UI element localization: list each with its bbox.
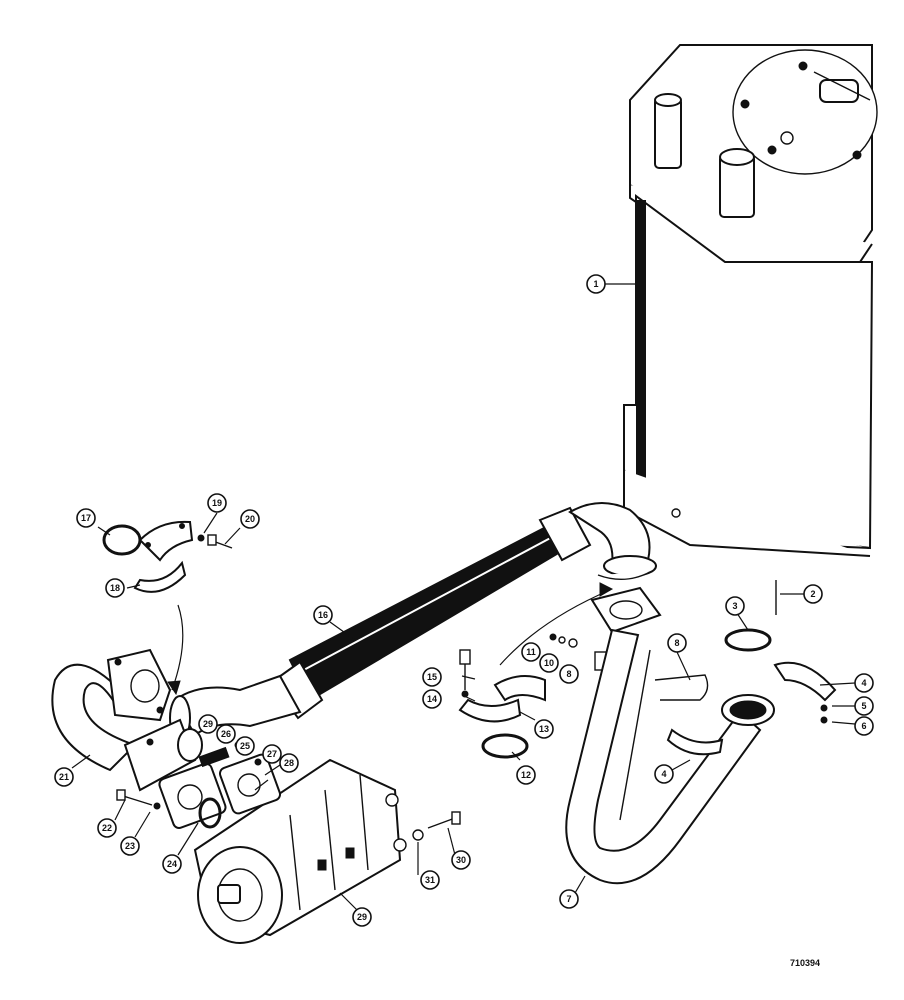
svg-text:7: 7: [566, 894, 571, 904]
svg-text:10: 10: [544, 658, 554, 668]
svg-text:5: 5: [861, 701, 866, 711]
callout-6: 6: [854, 716, 874, 736]
svg-text:29: 29: [357, 912, 367, 922]
callout-22: 22: [97, 818, 117, 838]
callout-12: 12: [516, 765, 536, 785]
svg-text:31: 31: [425, 875, 435, 885]
callout-26: 26: [216, 724, 236, 744]
callouts: 1 2 3 4 4 5 6 7 8 8 10 11 12 13 14 15 16…: [54, 274, 874, 927]
hydraulic-pump: [193, 758, 407, 944]
callout-18: 18: [105, 578, 125, 598]
bolts-and-washers: [116, 789, 461, 841]
pump-manifold: [123, 718, 203, 792]
callout-8-center: 8: [559, 664, 579, 684]
callout-14: 14: [422, 689, 442, 709]
svg-text:20: 20: [245, 514, 255, 524]
callout-28: 28: [279, 753, 299, 773]
svg-text:1: 1: [593, 279, 598, 289]
return-tube-7: [565, 628, 775, 885]
svg-text:23: 23: [125, 841, 135, 851]
svg-text:14: 14: [427, 694, 437, 704]
svg-text:24: 24: [167, 859, 177, 869]
callout-11: 11: [521, 642, 541, 662]
svg-text:21: 21: [59, 772, 69, 782]
callout-16: 16: [313, 605, 333, 625]
callout-20: 20: [240, 509, 260, 529]
callout-2: 2: [803, 584, 823, 604]
tube-flange: [590, 586, 662, 671]
callout-8-right: 8: [667, 633, 687, 653]
inlet-tube-21: [51, 648, 172, 772]
svg-text:29: 29: [203, 719, 213, 729]
suction-hose: [270, 506, 592, 720]
clamp-assembly-top: [102, 520, 233, 696]
svg-text:11: 11: [526, 647, 536, 657]
svg-text:15: 15: [427, 672, 437, 682]
callout-3: 3: [725, 596, 745, 616]
pump-flanges: [158, 741, 282, 829]
svg-text:26: 26: [221, 729, 231, 739]
callout-5: 5: [854, 696, 874, 716]
hydraulic-reservoir-tank: [623, 44, 878, 557]
callout-17: 17: [76, 508, 96, 528]
tank-outlet-elbow: [568, 501, 657, 580]
callout-29-pump: 29: [352, 907, 372, 927]
callout-23: 23: [120, 836, 140, 856]
svg-text:8: 8: [566, 669, 571, 679]
svg-text:22: 22: [102, 823, 112, 833]
svg-text:30: 30: [456, 855, 466, 865]
svg-text:18: 18: [110, 583, 120, 593]
callout-13: 13: [534, 719, 554, 739]
svg-text:28: 28: [284, 758, 294, 768]
callout-27: 27: [262, 744, 282, 764]
svg-text:13: 13: [539, 724, 549, 734]
svg-text:4: 4: [861, 678, 866, 688]
callout-7: 7: [559, 889, 579, 909]
callout-29-top: 29: [198, 714, 218, 734]
callout-4-right: 4: [854, 673, 874, 693]
svg-text:3: 3: [732, 601, 737, 611]
callout-31: 31: [420, 870, 440, 890]
svg-text:25: 25: [240, 741, 250, 751]
svg-text:16: 16: [318, 610, 328, 620]
svg-text:19: 19: [212, 498, 222, 508]
callout-25: 25: [235, 736, 255, 756]
svg-text:27: 27: [267, 749, 277, 759]
svg-text:2: 2: [810, 589, 815, 599]
callout-1: 1: [586, 274, 606, 294]
callout-24: 24: [162, 854, 182, 874]
svg-text:8: 8: [674, 638, 679, 648]
svg-text:4: 4: [661, 769, 666, 779]
callout-19: 19: [207, 493, 227, 513]
callout-10: 10: [539, 653, 559, 673]
svg-text:6: 6: [861, 721, 866, 731]
drawing-number: 710394: [790, 958, 821, 968]
callout-30: 30: [451, 850, 471, 870]
svg-text:17: 17: [81, 513, 91, 523]
svg-text:12: 12: [521, 770, 531, 780]
callout-4-lower: 4: [654, 764, 674, 784]
callout-15: 15: [422, 667, 442, 687]
callout-21: 21: [54, 767, 74, 787]
